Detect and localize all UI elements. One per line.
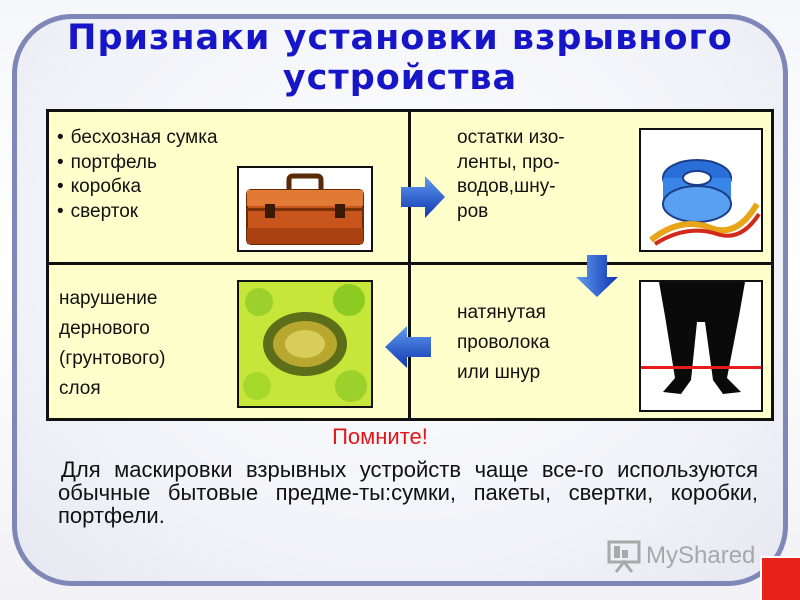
warning-note: Для маскировки взрывных устройств чаще в… bbox=[58, 457, 758, 528]
list-item: коробка bbox=[57, 175, 218, 200]
slide-title: Признаки установки взрывного устройства bbox=[67, 18, 733, 98]
list-item: сверток bbox=[57, 200, 218, 225]
list-item: портфель bbox=[57, 151, 218, 176]
table-divider-horizontal bbox=[49, 262, 771, 265]
list-item-text: бесхозная сумка bbox=[70, 127, 218, 148]
text-line: водов,шну- bbox=[457, 176, 556, 197]
list-item-text: сверток bbox=[70, 200, 139, 222]
text-line: слоя bbox=[59, 378, 101, 399]
arrow-right-icon bbox=[401, 176, 445, 218]
tripwire-text: натянутая проволока или шнур bbox=[457, 298, 550, 388]
text-line: натянутая bbox=[457, 302, 546, 323]
unattended-items-list: бесхозная сумка портфель коробка сверток bbox=[57, 126, 218, 224]
table-divider-vertical bbox=[408, 112, 411, 418]
text-line: ленты, про- bbox=[457, 151, 560, 173]
text-line: дернового bbox=[59, 318, 150, 339]
watermark: MyShared bbox=[606, 536, 766, 576]
disturbed-ground-text: нарушение дернового (грунтового) слоя bbox=[59, 284, 166, 404]
text-line: нарушение bbox=[59, 288, 158, 309]
remember-heading: Помните! bbox=[332, 424, 428, 449]
text-line: (грунтового) bbox=[59, 348, 166, 369]
tape-wires-text: остатки изо- ленты, про- водов,шну- ров bbox=[457, 126, 565, 224]
arrow-left-icon bbox=[385, 326, 431, 368]
list-item-text: портфель bbox=[70, 151, 157, 173]
signs-table: бесхозная сумка портфель коробка сверток… bbox=[46, 109, 774, 421]
disturbed-ground-icon bbox=[237, 280, 373, 408]
list-item-text: коробка bbox=[70, 176, 142, 197]
presentation-screen-icon bbox=[607, 540, 641, 573]
text-line: проволока bbox=[457, 332, 550, 353]
briefcase-icon bbox=[237, 166, 373, 252]
text-line: или шнур bbox=[457, 362, 541, 383]
text-line: остатки изо- bbox=[457, 127, 565, 148]
list-item: бесхозная сумка bbox=[57, 126, 218, 151]
watermark-text: MyShared bbox=[646, 542, 756, 569]
tripwire-legs-icon bbox=[639, 280, 763, 412]
arrow-down-icon bbox=[576, 255, 618, 297]
tape-and-wires-icon bbox=[639, 128, 763, 252]
next-slide-button[interactable] bbox=[760, 556, 800, 600]
text-line: ров bbox=[457, 200, 489, 222]
